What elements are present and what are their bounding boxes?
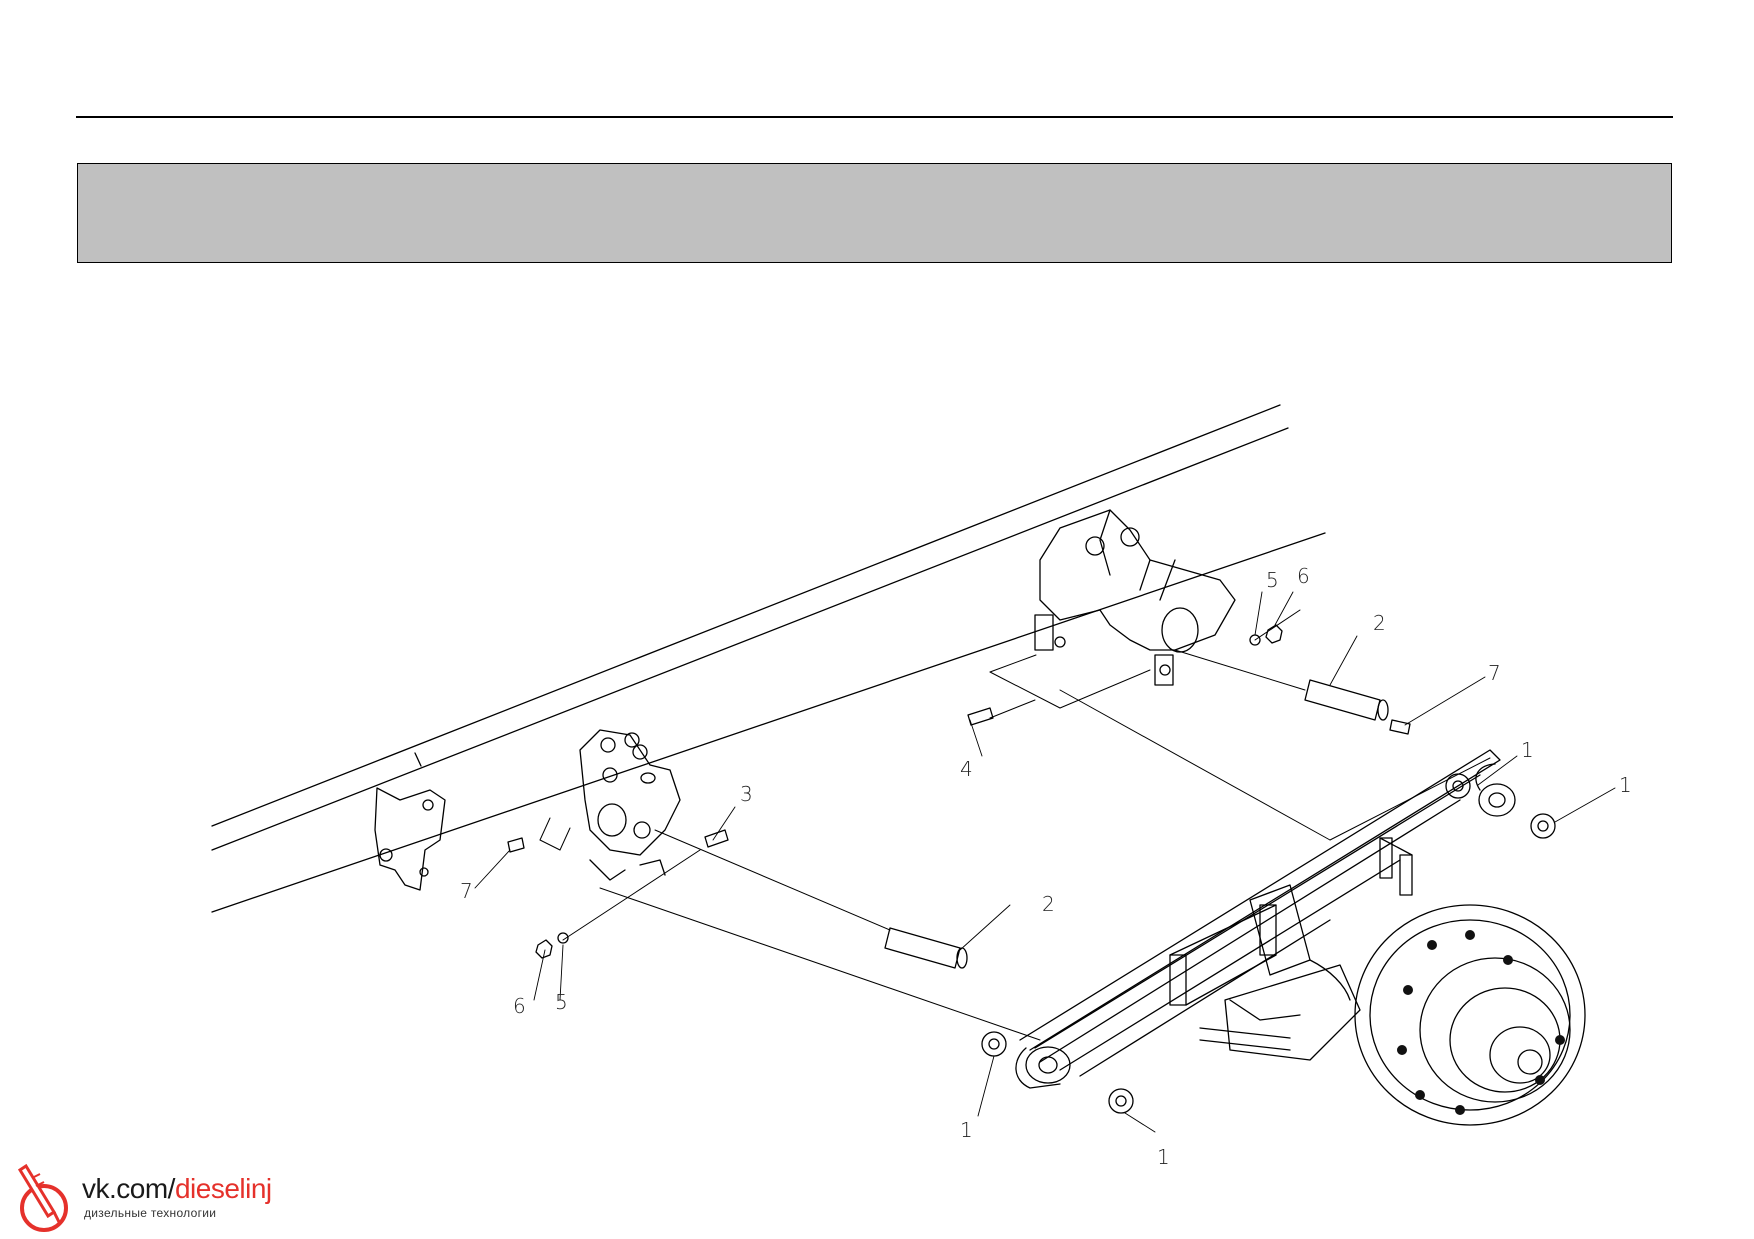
callout-5: 5	[555, 990, 568, 1014]
watermark-subtitle: дизельные технологии	[84, 1206, 217, 1220]
spring-pin-front	[884, 927, 968, 969]
header-band	[77, 163, 1672, 263]
grease-fitting-rear	[1389, 719, 1411, 735]
frame-rail	[211, 404, 1326, 913]
callout-6: 6	[1297, 564, 1310, 588]
callout-3: 3	[740, 782, 753, 806]
rear-hanger-bracket	[1034, 509, 1236, 686]
callout-2: 2	[1373, 611, 1386, 635]
washer-1a	[981, 1031, 1007, 1057]
callout-1: 1	[960, 1118, 973, 1142]
hub-studs	[1397, 930, 1565, 1115]
washer-1b	[1108, 1088, 1134, 1114]
injector-logo-icon	[17, 1163, 68, 1232]
leaf-spring	[1015, 749, 1516, 1089]
callout-labels: 1 1 1 1 2 2 3 4 5 5 6 6 7 7	[460, 564, 1632, 1169]
watermark: vk.com/dieselinj дизельные технологии	[14, 1160, 314, 1232]
callout-1: 1	[1521, 738, 1534, 762]
washer-5a	[557, 932, 569, 944]
callout-7: 7	[460, 879, 473, 903]
nut-6a	[535, 939, 553, 959]
top-rule	[76, 116, 1673, 118]
watermark-url[interactable]: vk.com/dieselinj	[82, 1173, 272, 1204]
callout-7: 7	[1488, 661, 1501, 685]
callout-2: 2	[1042, 892, 1055, 916]
callout-6: 6	[513, 994, 526, 1018]
frame-plate-bracket	[374, 787, 446, 891]
callout-1: 1	[1157, 1145, 1170, 1169]
nut-6b	[1265, 624, 1283, 644]
bolt-rear	[967, 707, 994, 726]
callout-5: 5	[1266, 568, 1279, 592]
callout-4: 4	[960, 757, 973, 781]
axle-hub	[1199, 884, 1586, 1126]
callout-1: 1	[1619, 773, 1632, 797]
spring-pin-rear	[1304, 679, 1389, 721]
grease-fitting-front	[507, 837, 525, 853]
leader-lines	[474, 591, 1616, 1133]
bolt-front	[704, 829, 729, 848]
washer-1d	[1530, 813, 1556, 839]
assembly-lines	[539, 609, 1491, 1041]
front-hanger-bracket	[579, 729, 681, 881]
